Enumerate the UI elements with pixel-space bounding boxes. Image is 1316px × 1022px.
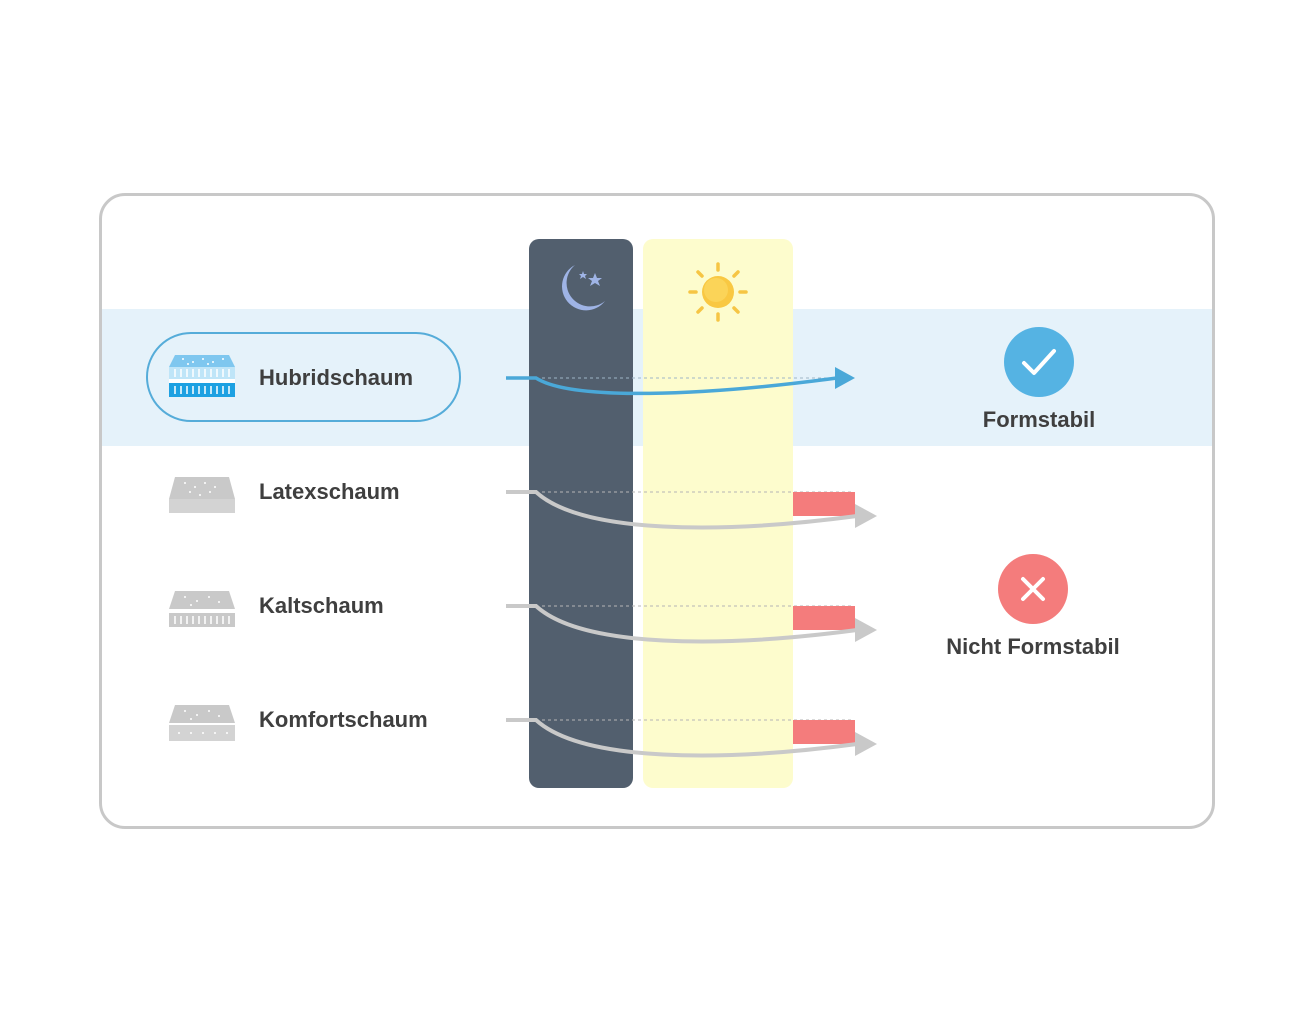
- comfort-foam-mattress-icon: [169, 705, 235, 741]
- flow-path-latex: [506, 490, 858, 530]
- deformation-marker: [793, 606, 855, 630]
- x-icon: [998, 554, 1068, 624]
- moon-stars-icon: [562, 265, 605, 311]
- check-icon: [1004, 327, 1074, 397]
- deformation-marker: [793, 720, 855, 744]
- material-label-latex: Latexschaum: [259, 479, 400, 504]
- hybrid-mattress-icon: [169, 355, 235, 397]
- deformation-marker: [793, 492, 855, 516]
- flow-path-hybrid: [506, 376, 838, 396]
- arrowhead-cold-foam: [855, 618, 877, 642]
- latex-mattress-icon: [169, 477, 235, 513]
- highlight-pill: [146, 332, 461, 422]
- status-label-stable: Formstabil: [982, 407, 1096, 432]
- day-column: [643, 239, 793, 788]
- material-label-comfort-foam: Komfortschaum: [259, 707, 428, 732]
- flow-arrows: [506, 367, 877, 758]
- cold-foam-mattress-icon: [169, 591, 235, 627]
- sun-icon: [688, 262, 748, 322]
- arrowhead-hybrid: [835, 367, 855, 389]
- material-label-hybrid: Hubridschaum: [259, 365, 414, 390]
- status-label-unstable: Nicht Formstabil: [946, 634, 1120, 659]
- flow-path-comfort-foam: [506, 718, 858, 758]
- material-label-cold-foam: Kaltschaum: [259, 593, 384, 618]
- diagram-frame: Hubridschaum Latexschaum Kaltschaum Komf…: [99, 193, 1215, 829]
- flow-path-cold-foam: [506, 604, 858, 644]
- arrowhead-comfort-foam: [855, 732, 877, 756]
- arrowhead-latex: [855, 504, 877, 528]
